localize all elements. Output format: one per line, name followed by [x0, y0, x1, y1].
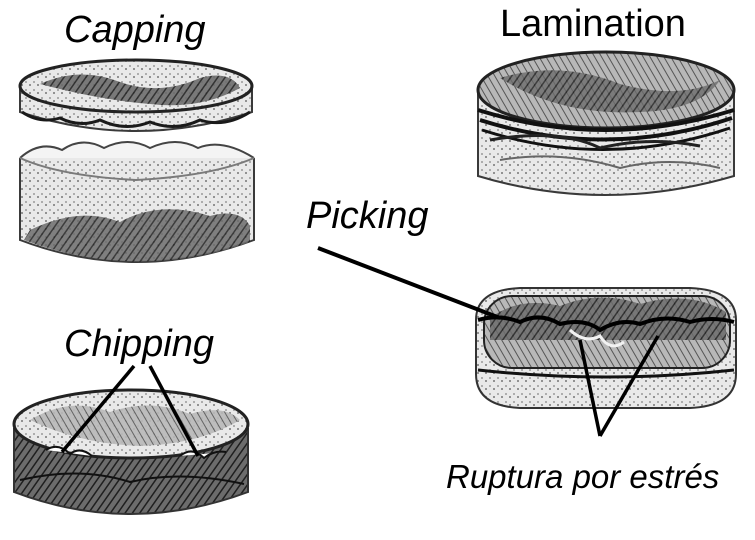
picking-illustration — [476, 288, 736, 408]
picking-pointer — [318, 248, 500, 318]
ruptura-label: Ruptura por estrés — [446, 458, 719, 495]
capping-label: Capping — [64, 9, 206, 51]
capping-body — [20, 142, 254, 262]
chipping-illustration — [14, 390, 248, 514]
lamination-label: Lamination — [500, 3, 686, 45]
chipping-label: Chipping — [64, 323, 214, 365]
capping-cap — [20, 60, 252, 131]
lamination-illustration — [478, 52, 734, 195]
capping-illustration — [20, 60, 254, 262]
picking-label: Picking — [306, 195, 429, 237]
